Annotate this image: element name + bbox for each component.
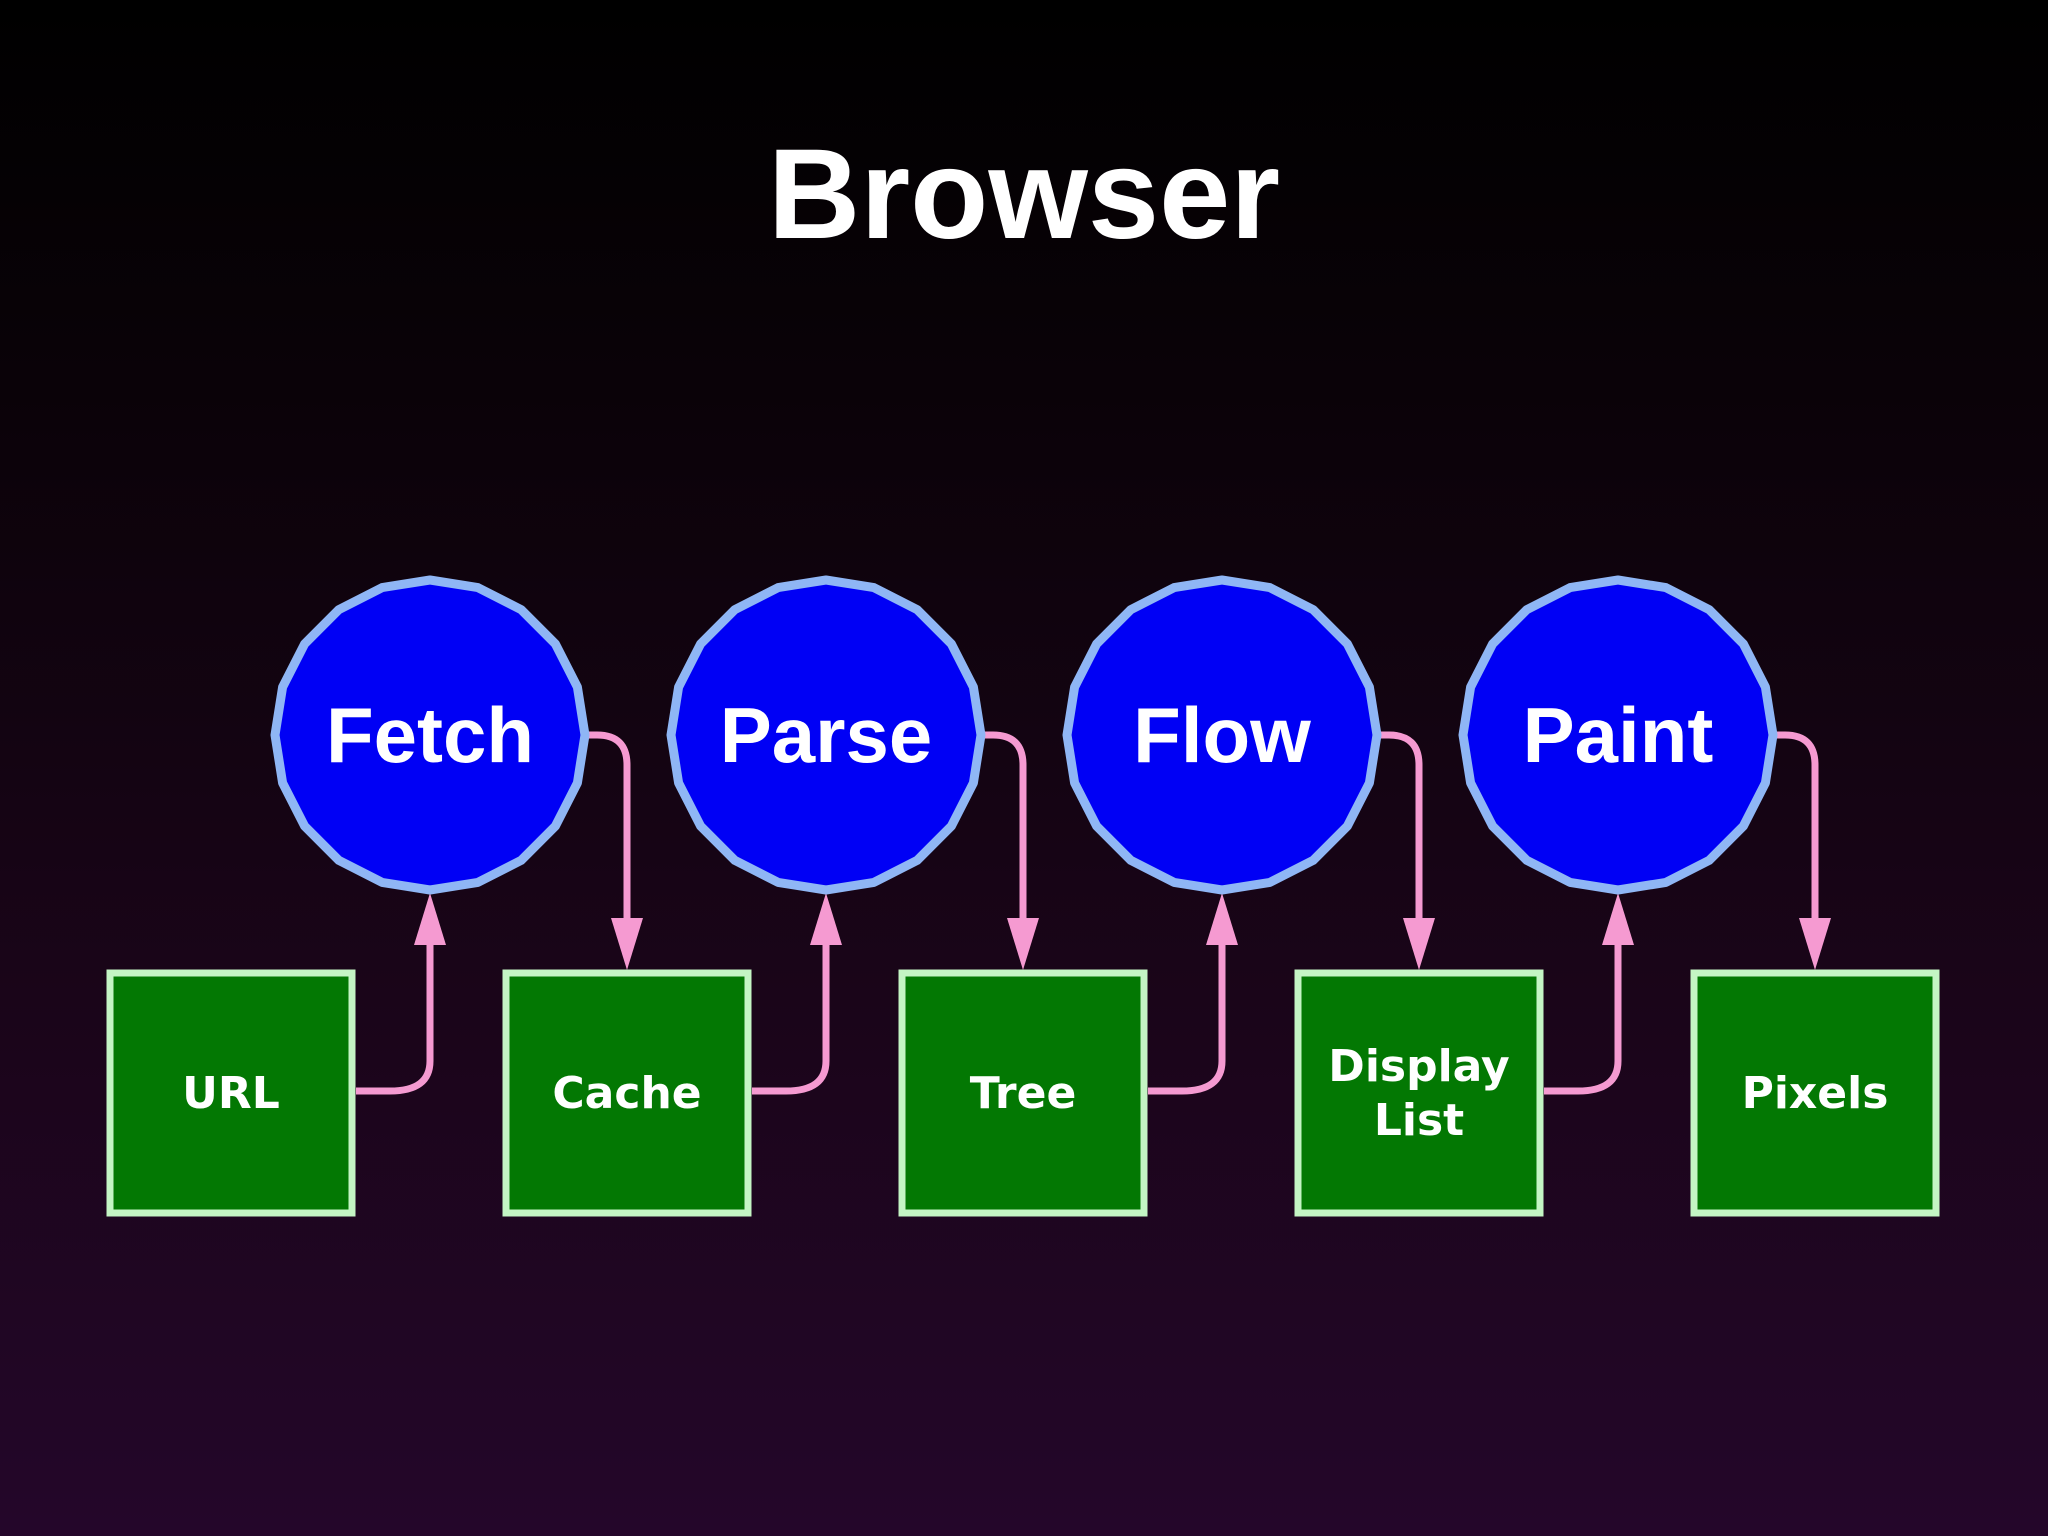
connector-fetch-to-cache: [587, 731, 631, 923]
process-circle: [666, 575, 986, 895]
data-label: URL: [182, 1068, 280, 1119]
process-label: Fetch: [326, 691, 534, 779]
data-nodes: URL Cache Tree Display List Pixels: [106, 969, 1940, 1217]
arrowhead-down: [611, 918, 643, 970]
data-box: [898, 969, 1148, 1217]
process-label: Flow: [1133, 691, 1311, 779]
data-node-tree: Tree: [898, 969, 1148, 1217]
connector-display-list-to-paint: [1544, 940, 1622, 1095]
data-box: [1690, 969, 1940, 1217]
data-box: [106, 969, 356, 1217]
data-label: Pixels: [1742, 1068, 1889, 1119]
data-label-line-1: Display: [1328, 1041, 1509, 1092]
arrowhead-up: [414, 893, 446, 945]
arrowhead-down: [1403, 918, 1435, 970]
data-label: Cache: [552, 1068, 701, 1119]
data-label: Tree: [970, 1068, 1077, 1119]
data-box: [502, 969, 752, 1217]
process-nodes: Fetch Parse Flow Paint: [270, 575, 1778, 895]
data-box: [1294, 969, 1544, 1217]
arrowhead-up: [1206, 893, 1238, 945]
process-circle: [1458, 575, 1778, 895]
connectors: [356, 731, 1831, 1095]
process-label: Parse: [720, 691, 933, 779]
process-node-parse: Parse: [666, 575, 986, 895]
process-node-fetch: Fetch: [270, 575, 590, 895]
slide-title: Browser: [767, 123, 1281, 266]
process-label: Paint: [1523, 691, 1714, 779]
connector-parse-to-tree: [983, 731, 1027, 923]
data-node-cache: Cache: [502, 969, 752, 1217]
data-node-url: URL: [106, 969, 356, 1217]
process-node-flow: Flow: [1062, 575, 1382, 895]
connector-cache-to-parse: [752, 940, 830, 1095]
arrowhead-down: [1007, 918, 1039, 970]
data-node-display-list: Display List: [1294, 969, 1544, 1217]
connector-flow-to-display-list: [1379, 731, 1423, 923]
data-node-pixels: Pixels: [1690, 969, 1940, 1217]
arrowhead-down: [1799, 918, 1831, 970]
process-circle: [270, 575, 590, 895]
connector-paint-to-pixels: [1775, 731, 1819, 923]
process-node-paint: Paint: [1458, 575, 1778, 895]
arrowhead-up: [1602, 893, 1634, 945]
data-label-line-2: List: [1374, 1095, 1464, 1146]
arrowhead-up: [810, 893, 842, 945]
process-circle: [1062, 575, 1382, 895]
connector-tree-to-flow: [1148, 940, 1226, 1095]
connector-url-to-fetch: [356, 940, 434, 1095]
